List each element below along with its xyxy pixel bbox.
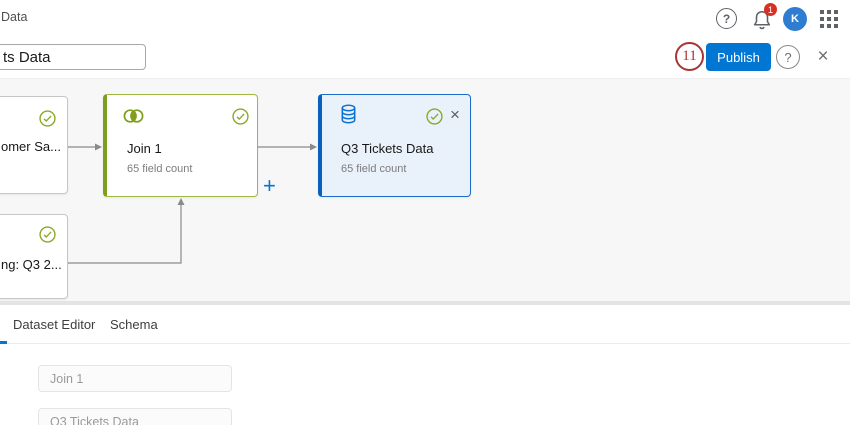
field-dataset-name[interactable] <box>38 408 232 425</box>
node-customer-sales[interactable]: omer Sa... <box>0 96 68 194</box>
add-node-plus-icon[interactable]: + <box>263 173 276 198</box>
check-circle-icon <box>232 108 249 125</box>
node-field-count: 65 field count <box>341 163 407 175</box>
tabs-rule <box>0 343 850 344</box>
notification-badge[interactable]: 1 <box>764 3 777 16</box>
help-glyph: ? <box>722 11 731 26</box>
breadcrumb: Data <box>1 10 28 24</box>
field-join-name[interactable] <box>38 365 232 392</box>
annotation-step-circle: 11 <box>675 42 704 71</box>
check-circle-icon <box>39 226 56 243</box>
close-icon[interactable]: × <box>817 46 829 67</box>
help-glyph: ? <box>784 49 792 65</box>
recipe-title-input[interactable] <box>0 44 146 70</box>
node-title: Join 1 <box>127 141 162 156</box>
node-q3-source[interactable]: ng: Q3 2... <box>0 214 68 299</box>
node-title: omer Sa... <box>1 139 61 154</box>
avatar[interactable]: K <box>783 7 807 31</box>
top-app-bar: Data ? 1 K <box>0 0 850 38</box>
check-circle-icon <box>426 108 443 125</box>
check-circle-icon <box>39 110 56 127</box>
panel-divider <box>0 301 850 305</box>
recipe-toolbar: 11 Publish ? × <box>0 38 850 78</box>
node-field-count: 65 field count <box>127 163 193 175</box>
node-title: ng: Q3 2... <box>1 257 62 272</box>
active-tab-indicator <box>0 341 7 344</box>
bottom-panel: Dataset Editor Schema <box>0 305 850 425</box>
tab-schema[interactable]: Schema <box>110 317 158 332</box>
database-icon <box>340 104 357 125</box>
help-icon[interactable]: ? <box>716 8 737 29</box>
app-launcher-grid-icon[interactable] <box>820 10 839 29</box>
publish-button[interactable]: Publish <box>706 43 771 71</box>
node-join-1[interactable]: Join 1 65 field count <box>103 94 258 197</box>
node-title: Q3 Tickets Data <box>341 141 434 156</box>
recipe-graph-canvas[interactable]: omer Sa... Join 1 65 field count <box>0 78 850 303</box>
join-venn-icon <box>123 108 144 124</box>
toolbar-help-icon[interactable]: ? <box>776 45 800 69</box>
remove-node-icon[interactable]: × <box>450 105 460 124</box>
tab-dataset-editor[interactable]: Dataset Editor <box>13 317 96 332</box>
node-q3-tickets-data[interactable]: × Q3 Tickets Data 65 field count <box>318 94 471 197</box>
